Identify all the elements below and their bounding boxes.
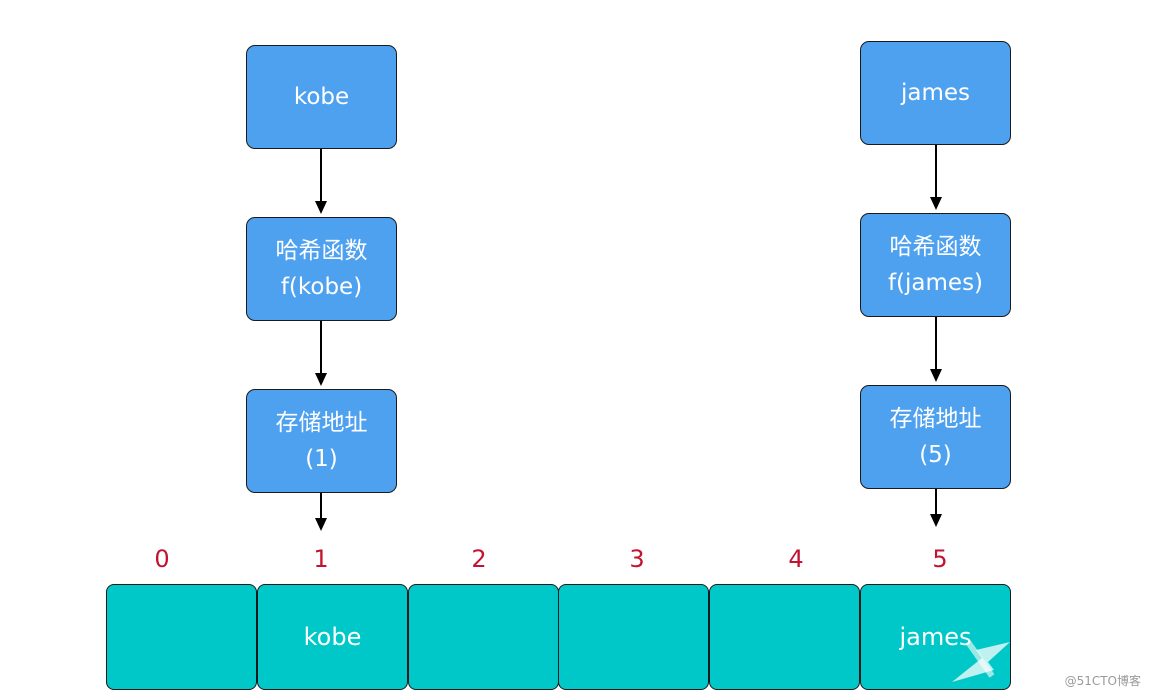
array-index: 1 (313, 545, 329, 573)
hash-function-box-james: 哈希函数 f(james) (860, 213, 1011, 317)
storage-address-value: (5) (919, 442, 952, 468)
storage-address-box-kobe: 存储地址 (1) (246, 389, 397, 493)
array-index: 2 (471, 545, 487, 573)
key-box-james: james (860, 41, 1011, 145)
arrow-down-icon (315, 493, 327, 531)
array-index: 4 (788, 545, 804, 573)
array-cell: james (860, 584, 1011, 690)
arrow-down-icon (315, 321, 327, 386)
array-index: 0 (154, 545, 170, 573)
hash-function-box-kobe: 哈希函数 f(kobe) (246, 217, 397, 321)
arrow-down-icon (930, 489, 942, 527)
array-index: 3 (629, 545, 645, 573)
arrow-down-icon (930, 145, 942, 210)
storage-address-box-james: 存储地址 (5) (860, 385, 1011, 489)
key-label: kobe (293, 84, 350, 110)
array-cell (408, 584, 559, 690)
hash-function-call: f(kobe) (280, 274, 363, 300)
storage-address-label: 存储地址 (889, 406, 982, 432)
key-label: james (900, 80, 971, 106)
arrow-down-icon (930, 317, 942, 382)
array-cell (558, 584, 709, 690)
hash-function-call: f(james) (887, 270, 984, 296)
hash-function-label: 哈希函数 (889, 234, 982, 260)
array-cell: kobe (257, 584, 408, 690)
array-cell (106, 584, 257, 690)
storage-address-value: (1) (305, 446, 338, 472)
arrow-down-icon (315, 149, 327, 214)
key-box-kobe: kobe (246, 45, 397, 149)
storage-address-label: 存储地址 (275, 410, 368, 436)
array-cell (709, 584, 860, 690)
watermark-text: @51CTO博客 (1064, 674, 1141, 688)
watermark-logo-icon (952, 640, 1010, 682)
array-index: 5 (932, 545, 948, 573)
hash-function-label: 哈希函数 (275, 238, 368, 264)
